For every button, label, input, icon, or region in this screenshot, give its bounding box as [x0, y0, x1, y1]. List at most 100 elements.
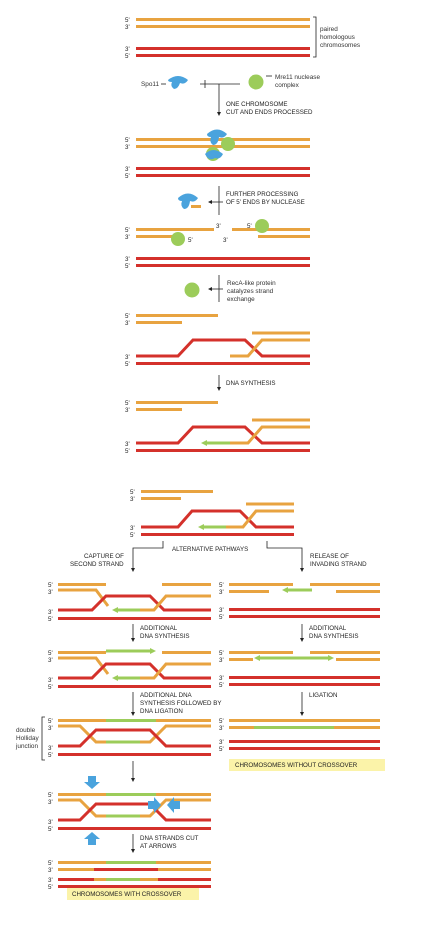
label-additional-2: DNA SYNTHESIS — [309, 633, 359, 640]
mre11-complex-icon — [255, 219, 269, 233]
left-panel-capture: 5' 3' 3' 5' — [48, 582, 211, 623]
end-label-3: 3' — [219, 675, 224, 682]
panel-resected: 5' 3' 5' 3' 3' 5' 3' 5' — [125, 219, 310, 270]
spo11-protein-icon — [207, 129, 227, 145]
step-additional-synthesis-left: ADDITIONAL DNA SYNTHESIS — [131, 624, 190, 642]
label-without-crossover: CHROMOSOMES WITHOUT CROSSOVER — [235, 762, 358, 769]
end-label-3: 3' — [125, 441, 130, 448]
label-release-1: RELEASE OF — [310, 553, 349, 560]
end-label-3: 3' — [125, 320, 130, 327]
label-strands-cut-1: DNA STRANDS CUT — [140, 835, 199, 842]
end-label-3: 3' — [130, 496, 135, 503]
end-label-3: 3' — [130, 525, 135, 532]
end-label-5: 5' — [48, 792, 53, 799]
end-label-3: 3' — [125, 166, 130, 173]
end-label-5: 5' — [247, 223, 252, 230]
label-reca-3: exchange — [227, 296, 255, 303]
label-reca-2: catalyzes strand — [227, 288, 274, 295]
end-label-3: 3' — [125, 407, 130, 414]
end-label-5: 5' — [48, 582, 53, 589]
without-crossover-highlight — [229, 759, 385, 771]
right-panel-no-crossover: 5' 3' 3' 5' CHROMOSOMES WITHOUT CROSSOVE… — [219, 718, 385, 771]
end-label-3: 3' — [125, 234, 130, 241]
end-label-5: 5' — [219, 718, 224, 725]
step-dna-synthesis: DNA SYNTHESIS — [217, 375, 276, 391]
end-label-5: 5' — [125, 53, 130, 60]
label-ligation-2: SYNTHESIS FOLLOWED BY — [140, 700, 222, 707]
end-label-5: 5' — [125, 17, 130, 24]
end-label-3: 3' — [219, 725, 224, 732]
mre11-complex-icon — [248, 74, 264, 90]
cut-arrow-icon — [84, 832, 100, 845]
end-label-3: 3' — [125, 144, 130, 151]
step-synthesis-ligation: ADDITIONAL DNA SYNTHESIS FOLLOWED BY DNA… — [131, 692, 222, 716]
end-label-3: 3' — [48, 877, 53, 884]
label-one-chromosome-1: ONE CHROMOSOME — [226, 101, 288, 108]
panel-further-processing: FURTHER PROCESSING OF 5' ENDS BY NUCLEAS… — [178, 186, 305, 215]
end-label-5: 5' — [188, 237, 193, 244]
end-label-5: 5' — [48, 718, 53, 725]
step-additional-synthesis-right: ADDITIONAL DNA SYNTHESIS — [300, 624, 359, 642]
end-label-5: 5' — [48, 826, 53, 833]
end-label-3: 3' — [125, 256, 130, 263]
panel-cut: 5' 3' 3' 5' — [125, 129, 310, 180]
end-label-5: 5' — [130, 532, 135, 539]
end-label-5: 5' — [48, 684, 53, 691]
end-label-3: 3' — [216, 223, 221, 230]
end-label-3: 3' — [48, 609, 53, 616]
end-label-5: 5' — [48, 860, 53, 867]
end-label-3: 3' — [223, 237, 228, 244]
label-ligation-3: DNA LIGATION — [140, 708, 183, 715]
end-label-3: 3' — [125, 354, 130, 361]
label-paired-2: homologous — [320, 34, 355, 41]
end-label-5: 5' — [219, 682, 224, 689]
label-junction: junction — [15, 743, 38, 750]
end-label-5: 5' — [125, 137, 130, 144]
label-holliday: Holliday — [16, 735, 40, 742]
label-mre11-2: complex — [275, 82, 300, 89]
label-reca-1: RecA-like protein — [227, 280, 276, 287]
right-panel-release: 5' 3' 3' 5' — [219, 582, 380, 621]
end-label-3: 3' — [48, 657, 53, 664]
step-ligation-right: LIGATION — [300, 692, 337, 716]
end-label-5: 5' — [219, 614, 224, 621]
label-additional-2: DNA SYNTHESIS — [140, 633, 190, 640]
end-label-5: 5' — [125, 313, 130, 320]
end-label-5: 5' — [125, 173, 130, 180]
panel-strand-invasion: 5' 3' 3' 5' — [125, 313, 310, 368]
end-label-3: 3' — [48, 819, 53, 826]
end-label-5: 5' — [125, 263, 130, 270]
label-additional-1: ADDITIONAL — [309, 625, 347, 632]
left-panel-double-holliday: double Holliday junction 5' 3' 3' 5' — [15, 716, 211, 761]
label-capture-1: CAPTURE OF — [84, 553, 124, 560]
mre11-complex-icon — [171, 232, 185, 246]
mre11-complex-icon — [221, 137, 235, 151]
with-crossover-highlight — [67, 888, 199, 900]
label-dna-synthesis: DNA SYNTHESIS — [226, 380, 276, 387]
end-label-5: 5' — [125, 400, 130, 407]
label-further-2: OF 5' ENDS BY NUCLEASE — [226, 199, 305, 206]
label-paired-3: chromosomes — [320, 42, 360, 49]
label-paired-1: paired — [320, 26, 338, 33]
end-label-3: 3' — [48, 589, 53, 596]
end-label-3: 3' — [48, 677, 53, 684]
end-label-5: 5' — [219, 582, 224, 589]
label-ligation: LIGATION — [309, 692, 337, 699]
label-spo11: Spo11 — [141, 81, 159, 88]
label-capture-2: SECOND STRAND — [70, 561, 124, 568]
end-label-5: 5' — [48, 752, 53, 759]
cut-arrow-icon — [148, 797, 161, 813]
end-label-5: 5' — [125, 361, 130, 368]
end-label-5: 5' — [219, 746, 224, 753]
end-label-5: 5' — [125, 448, 130, 455]
end-label-5: 5' — [125, 227, 130, 234]
end-label-3: 3' — [219, 607, 224, 614]
left-panel-cut-sites: 5' 3' 3' 5' — [48, 776, 211, 845]
end-label-5: 5' — [130, 489, 135, 496]
end-label-3: 3' — [125, 24, 130, 31]
end-label-3: 3' — [48, 867, 53, 874]
end-label-5: 5' — [48, 616, 53, 623]
end-label-3: 3' — [125, 46, 130, 53]
label-alternative-pathways: ALTERNATIVE PATHWAYS — [172, 546, 248, 553]
